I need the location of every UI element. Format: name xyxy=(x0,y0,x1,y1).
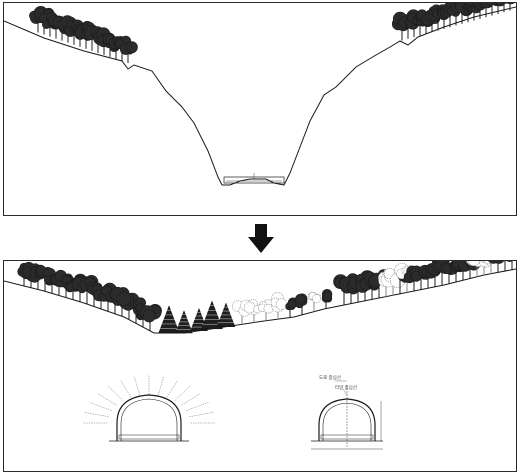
restored-ground-profile xyxy=(4,268,516,334)
tree-foliage xyxy=(493,261,505,264)
restored-landscape-drawing: 도로 중심선 터널 중심선 xyxy=(4,261,516,450)
rock-bolt-line xyxy=(134,376,140,396)
rock-bolt-line xyxy=(107,385,124,401)
road-centerline-label: 도로 중심선 xyxy=(319,374,341,380)
rock-bolt-line xyxy=(166,380,178,398)
tunnel-centerline-label: 터널 중심선 xyxy=(335,384,357,391)
rock-bolt-line xyxy=(186,402,209,411)
forest-right-top xyxy=(391,3,515,41)
deciduous-tree xyxy=(499,261,513,272)
valley-ground-profile xyxy=(4,6,516,186)
tunnel-section-left xyxy=(83,375,215,442)
tree-foliage xyxy=(312,294,321,304)
leader-line-mid xyxy=(342,388,348,396)
rock-bolt-line xyxy=(158,376,164,396)
tree-foliage xyxy=(287,299,297,309)
tree-foliage xyxy=(275,298,288,310)
tunnel-inner-lining xyxy=(120,398,178,441)
tunnel-section-right: 도로 중심선 터널 중심선 xyxy=(311,374,383,450)
rock-bolt-line xyxy=(84,412,109,417)
deciduous-tree xyxy=(488,261,505,273)
rock-bolt-line xyxy=(174,385,191,401)
rock-bolt-line xyxy=(120,380,132,398)
rock-bolt-line xyxy=(97,393,117,406)
tree-foliage xyxy=(465,3,474,6)
deciduous-tree xyxy=(243,298,262,323)
tunnel-road-slab xyxy=(118,434,180,440)
road-at-valley-bottom xyxy=(223,173,285,184)
tunnel-bolt-rays xyxy=(83,375,215,424)
tree-foliage xyxy=(322,291,333,301)
conifer-tree xyxy=(158,305,180,334)
conifer-tree xyxy=(175,310,193,334)
forest-restored xyxy=(17,261,513,334)
tree-foliage xyxy=(294,293,306,305)
deciduous-tree xyxy=(294,293,308,315)
deciduous-tree xyxy=(504,3,515,11)
rock-bolt-line xyxy=(89,402,112,411)
down-arrow-icon xyxy=(248,224,274,253)
deciduous-tree xyxy=(139,303,162,331)
deciduous-tree xyxy=(116,291,140,320)
tree-foliage xyxy=(507,3,515,5)
before-cross-section-panel xyxy=(3,2,517,216)
conifer-tree xyxy=(201,300,223,330)
tree-foliage xyxy=(116,291,132,306)
deciduous-tree xyxy=(495,3,506,14)
tree-foliage xyxy=(467,261,480,266)
rock-bolt-line xyxy=(181,393,201,406)
tree-foliage xyxy=(485,3,495,6)
deciduous-tree xyxy=(503,3,505,13)
tree-foliage xyxy=(125,41,138,54)
deciduous-tree xyxy=(270,292,288,320)
after-cross-section-panel: 도로 중심선 터널 중심선 xyxy=(3,260,517,472)
deciduous-tree xyxy=(307,291,322,312)
tunnel-road-slab xyxy=(320,434,374,440)
conifer-tree xyxy=(216,302,236,327)
forest-left-top xyxy=(29,6,138,64)
tree-foliage xyxy=(142,309,156,323)
deciduous-tree xyxy=(119,41,138,64)
deciduous-tree xyxy=(321,289,333,309)
deciduous-tree xyxy=(511,261,513,270)
tree-foliage xyxy=(243,301,256,314)
valley-cut-drawing xyxy=(4,3,516,186)
tree-foliage xyxy=(496,3,505,6)
valley-profile-line xyxy=(4,6,516,186)
rock-bolt-line xyxy=(189,412,214,417)
tunnel-outer-lining xyxy=(116,394,182,441)
tree-foliage xyxy=(506,261,513,262)
restored-profile-line xyxy=(4,268,516,334)
